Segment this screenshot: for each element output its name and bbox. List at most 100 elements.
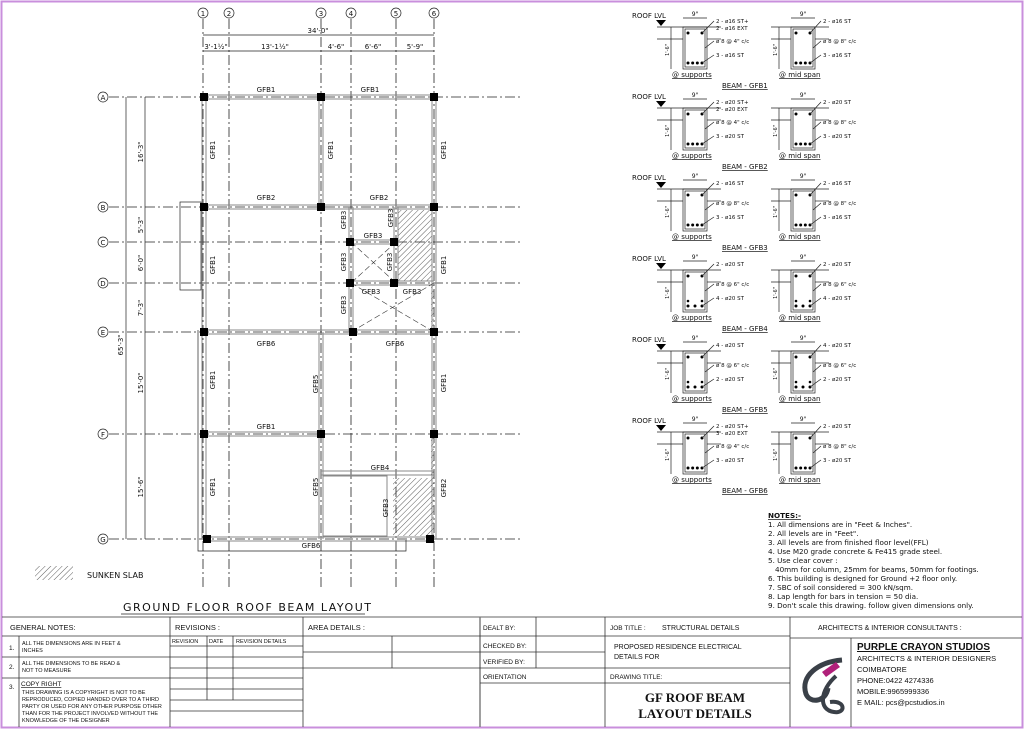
- level-marker-icon: [656, 101, 666, 107]
- beam-label: GFB1: [209, 141, 217, 160]
- width-label: 9": [800, 173, 807, 180]
- mid-caption: @ mid span: [779, 395, 820, 403]
- stirrup-label: ø 8 @ 8" c/c: [823, 39, 856, 45]
- mid-caption: @ mid span: [779, 152, 820, 160]
- svg-text:PARTY OR USED FOR ANY OTHER PU: PARTY OR USED FOR ANY OTHER PURPOSE OTHE…: [22, 704, 162, 710]
- leader-line: [809, 297, 822, 307]
- svg-text:DATE: DATE: [209, 639, 224, 645]
- firm-phone: PHONE:0422 4274336: [857, 676, 934, 685]
- svg-text:5'-3": 5'-3": [137, 217, 145, 234]
- width-label: 9": [800, 254, 807, 261]
- revisions-heading: REVISIONS :: [175, 623, 220, 632]
- sunken-slab-legend: SUNKEN SLAB: [35, 566, 143, 580]
- depth-label: 1'-6": [665, 125, 671, 137]
- leader-line: [701, 216, 715, 226]
- beam-edge: [322, 475, 388, 537]
- beam-label: GFB1: [257, 423, 276, 431]
- leader-line: [812, 283, 822, 292]
- dim-segment: 6'-6": [365, 43, 382, 51]
- beam-label: GFB1: [327, 141, 335, 160]
- section-mid: 9"1'-6"2 - ø20 STø 8 @ 8" c/c3 - ø20 ST@…: [771, 416, 856, 484]
- beam-label: GFB3: [364, 232, 383, 240]
- svg-text:1. All dimensions are in "Feet: 1. All dimensions are in "Feet & Inches"…: [768, 520, 912, 529]
- stirrup-label: ø 8 @ 8" c/c: [823, 444, 856, 450]
- depth-label: 1'-6": [665, 449, 671, 461]
- roof-level-label: ROOF LVL: [632, 417, 666, 425]
- bottom-bar: [794, 142, 798, 146]
- dim-overall-depth: 65'-3": [117, 334, 125, 355]
- stirrup: [792, 109, 814, 149]
- top-bar-label: 2 - ø20 ST: [823, 100, 852, 106]
- bottom-bar: [700, 380, 704, 384]
- supports-caption: @ supports: [672, 71, 712, 79]
- svg-text:B: B: [101, 204, 106, 212]
- leader-line: [812, 202, 822, 211]
- leader-line: [701, 135, 715, 145]
- bottom-bar-label: 4 - ø20 ST: [716, 296, 745, 302]
- bottom-bar: [794, 380, 798, 384]
- svg-text:16'-3": 16'-3": [137, 141, 145, 162]
- bottom-bar: [695, 223, 699, 227]
- svg-text:THIS DRAWING IS A COPYRIGHT IS: THIS DRAWING IS A COPYRIGHT IS NOT TO BE: [22, 690, 146, 696]
- svg-text:REVISION DETAILS: REVISION DETAILS: [236, 639, 287, 645]
- top-bar: [794, 31, 798, 35]
- top-bar-label: 2 - ø20 ST: [716, 262, 745, 268]
- mid-caption: @ mid span: [779, 71, 820, 79]
- beam-outline: [682, 26, 708, 70]
- top-bar-label: 4 - ø20 ST: [716, 343, 745, 349]
- leader-line: [704, 40, 715, 49]
- bottom-bar: [691, 142, 695, 146]
- depth-label: 1'-6": [773, 368, 779, 380]
- beam-label: GFB6: [302, 542, 321, 550]
- row-grid-d: D: [97, 277, 109, 289]
- bottom-bar: [686, 466, 690, 470]
- bottom-bar: [799, 466, 803, 470]
- firm-mobile: MOBILE:9965999336: [857, 687, 929, 696]
- svg-text:C: C: [101, 239, 106, 247]
- stirrup: [792, 433, 814, 473]
- floor-plan: [109, 19, 520, 590]
- column: [430, 93, 438, 101]
- column: [200, 203, 208, 211]
- bottom-bar-label: 3 - ø20 ST: [823, 458, 852, 464]
- beam-label: GFB3: [340, 253, 348, 272]
- beam-label: GFB3: [403, 288, 422, 296]
- leader-line: [701, 297, 715, 307]
- leader-line: [701, 101, 715, 115]
- top-bar: [794, 112, 798, 116]
- sunken-slab-hatch: [398, 210, 432, 281]
- bottom-bar: [686, 223, 690, 227]
- width-label: 9": [692, 92, 699, 99]
- dimensions: 34'-0" 3'-1½" 13'-1½" 4'-6" 6'-6" 5'-9" …: [117, 27, 434, 539]
- bottom-bar: [691, 61, 695, 65]
- beam-outline: [682, 350, 708, 394]
- stirrup-label: ø 8 @ 8" c/c: [823, 120, 856, 126]
- svg-text:SUNKEN SLAB: SUNKEN SLAB: [87, 571, 143, 580]
- top-bar: [794, 355, 798, 359]
- beam-label: GFB1: [209, 371, 217, 390]
- svg-text:INCHES: INCHES: [22, 648, 43, 654]
- svg-text:NOT TO MEASURE: NOT TO MEASURE: [22, 668, 72, 674]
- svg-text:KNOWLEDGE OF THE DESIGNER: KNOWLEDGE OF THE DESIGNER: [22, 718, 110, 724]
- stirrup-label: ø 8 @ 6" c/c: [823, 363, 856, 369]
- column-grid-5: 5: [390, 7, 402, 19]
- job-title-label: JOB TITLE :: [610, 625, 646, 632]
- supports-caption: @ supports: [672, 233, 712, 241]
- leader-line: [809, 459, 822, 469]
- bottom-bar: [808, 299, 812, 303]
- roof-level-label: ROOF LVL: [632, 12, 666, 20]
- beam-outline: [790, 26, 816, 70]
- bottom-bar-label: 3 - ø20 ST: [823, 134, 852, 140]
- level-marker-icon: [656, 20, 666, 26]
- beam-label: GFB1: [209, 478, 217, 497]
- bottom-bar: [693, 385, 697, 389]
- leader-line: [809, 101, 822, 115]
- row-grid-g: G: [97, 533, 109, 545]
- top-bar-label: 3 - ø20 EXT: [716, 431, 748, 437]
- width-label: 9": [800, 335, 807, 342]
- column: [200, 93, 208, 101]
- column: [430, 203, 438, 211]
- top-bar-label: 2 - ø20 ST+: [716, 424, 749, 430]
- notes: NOTES:- 1. All dimensions are in "Feet &…: [768, 511, 979, 610]
